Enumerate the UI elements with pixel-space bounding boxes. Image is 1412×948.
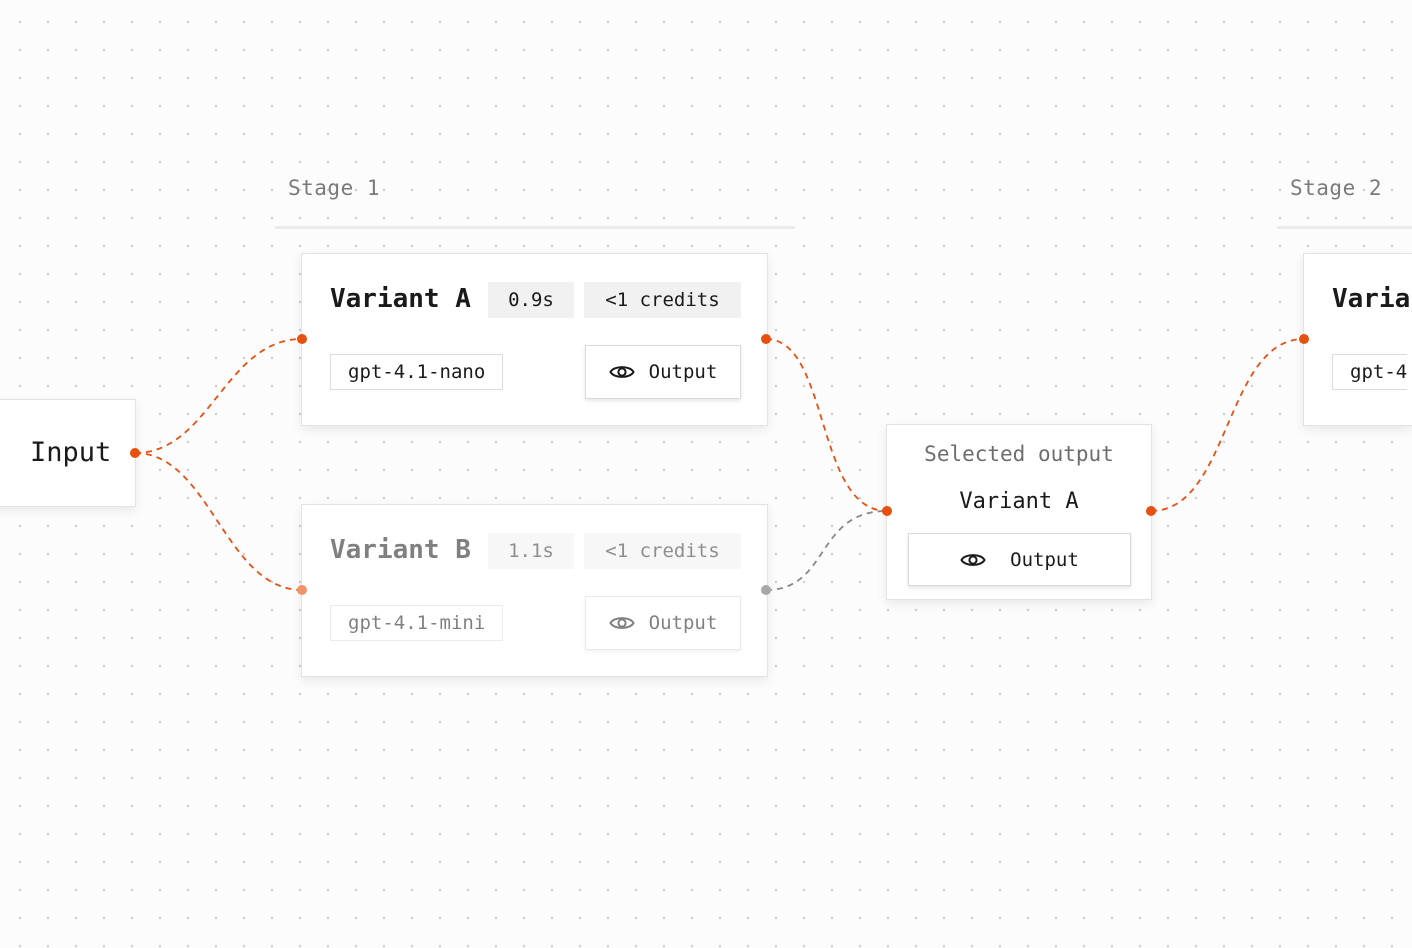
stage-1-divider [275, 226, 795, 229]
stage-2-divider [1277, 226, 1412, 229]
variant-a-output-label: Output [648, 361, 718, 383]
stage-2-input-port[interactable] [1299, 334, 1309, 344]
edge-input-to-variant-a [134, 338, 303, 454]
variant-b-input-port[interactable] [297, 585, 307, 595]
stage-2-model-tag: gpt-4 [1332, 354, 1408, 390]
input-output-port[interactable] [130, 448, 140, 458]
variant-a-input-port[interactable] [297, 334, 307, 344]
selected-output-node[interactable]: Selected output Variant A Output [886, 424, 1152, 600]
variant-a-title: Variant A [330, 284, 471, 314]
stage-2-label: Stage 2 [1290, 176, 1383, 200]
stage-2-variant-node[interactable]: Varia gpt-4 [1303, 253, 1412, 426]
variant-b-title: Variant B [330, 535, 471, 565]
stage-2-variant-title: Varia [1332, 284, 1411, 314]
input-node-label: Input [30, 437, 112, 468]
variant-a-node[interactable]: Variant A 0.9s <1 credits gpt-4.1-nano O… [301, 253, 768, 426]
variant-a-model-tag: gpt-4.1-nano [330, 354, 504, 390]
variant-a-output-port[interactable] [761, 334, 771, 344]
variant-a-output-button[interactable]: Output [585, 345, 741, 399]
eye-icon [609, 366, 635, 378]
variant-b-output-port[interactable] [761, 585, 771, 595]
selected-output-value: Variant A [959, 489, 1079, 514]
eye-icon [960, 553, 986, 566]
selected-output-button[interactable]: Output [908, 533, 1131, 586]
selected-input-port[interactable] [882, 506, 892, 516]
variant-b-output-label: Output [648, 612, 718, 634]
input-node[interactable]: Input [0, 399, 136, 507]
eye-icon [609, 617, 635, 629]
variant-b-credits-badge: <1 credits [584, 533, 741, 569]
stage-1-label: Stage 1 [288, 176, 381, 200]
variant-b-node[interactable]: Variant B 1.1s <1 credits gpt-4.1-mini O… [301, 504, 768, 677]
edge-selected-to-stage2 [1150, 338, 1305, 512]
variant-b-model-tag: gpt-4.1-mini [330, 605, 504, 641]
variant-b-output-button[interactable]: Output [585, 596, 741, 650]
selected-output-port[interactable] [1146, 506, 1156, 516]
variant-a-credits-badge: <1 credits [584, 282, 741, 318]
selected-output-button-label: Output [1010, 548, 1079, 571]
edge-variant-a-to-selected [765, 338, 888, 512]
edge-input-to-variant-b [134, 452, 303, 591]
variant-b-time-badge: 1.1s [488, 533, 574, 569]
variant-a-time-badge: 0.9s [488, 282, 574, 318]
selected-output-caption: Selected output [924, 442, 1114, 466]
